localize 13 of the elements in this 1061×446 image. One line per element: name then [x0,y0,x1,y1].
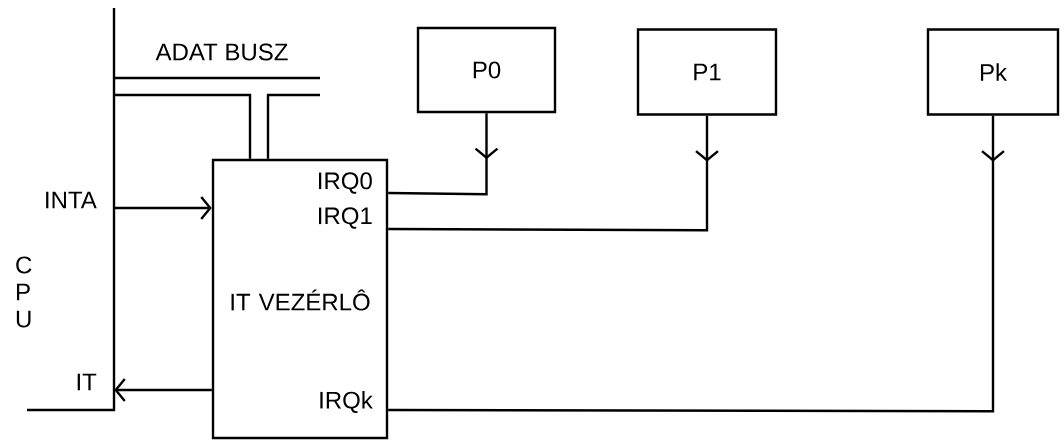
edge-label: INTA [42,190,98,210]
signal-arrow [114,378,212,402]
interrupt-line [388,113,499,196]
device-box: P0 [416,26,557,114]
controller-box: IRQ0 IRQ1 IT VEZÉRLÔ IRQk [211,158,389,440]
interrupt-line [388,115,1005,413]
device-box: P1 [636,28,778,116]
interrupt-line [388,115,719,232]
data-bus [114,93,252,159]
signal-arrow [114,196,212,220]
edge-label: ADAT BUSZ [154,42,290,62]
device-box: Pk [926,28,1060,116]
edge-label: IT [74,372,98,392]
